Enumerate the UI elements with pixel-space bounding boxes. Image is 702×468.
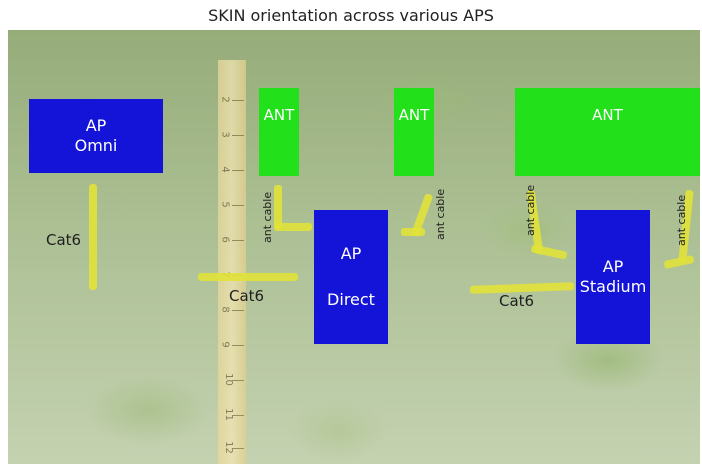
ruler-tick [232, 345, 244, 346]
antenna-2-box: ANT [394, 88, 434, 176]
ap-omni-box: AP Omni [29, 99, 163, 173]
ruler-mark: 12 [222, 441, 234, 454]
antenna-1-label: ANT [263, 106, 295, 124]
stadium-cat6-label: Cat6 [499, 292, 535, 310]
ruler-mark: 2 [219, 96, 231, 103]
ap-stadium-line2: Stadium [579, 277, 647, 296]
ant-cable-1-label: ant cable [261, 191, 274, 243]
ruler-tick [232, 135, 244, 136]
ruler-mark: 10 [222, 373, 234, 386]
ruler-mark: 9 [219, 341, 231, 348]
ap-direct-line1: AP [340, 244, 362, 263]
omni-cat6-cable [89, 184, 97, 290]
ant-cable-1-vertical [274, 185, 282, 229]
ant-cable-3-label: ant cable [524, 184, 537, 236]
omni-cat6-label: Cat6 [46, 231, 82, 249]
ap-stadium-line1: AP [602, 257, 624, 276]
ap-direct-line2: Direct [327, 290, 375, 309]
ruler-mark: 6 [219, 236, 231, 243]
ruler-mark: 8 [219, 306, 231, 313]
ruler-tick [232, 240, 244, 241]
antenna-3-label: ANT [592, 106, 623, 124]
ruler-tick [232, 448, 244, 449]
ap-direct-box: AP Direct [314, 210, 388, 344]
ant-cable-4-label: ant cable [675, 194, 688, 246]
ruler-mark: 5 [219, 201, 231, 208]
ap-omni-line2: Omni [74, 136, 118, 155]
ant-cable-1-horizontal [274, 223, 312, 231]
ruler-mark: 3 [219, 131, 231, 138]
ruler-mark: 11 [222, 408, 234, 421]
direct-cat6-cable [198, 273, 298, 281]
ruler-tick [232, 205, 244, 206]
ruler-tick [232, 170, 244, 171]
ap-stadium-box: AP Stadium [576, 210, 650, 344]
ant-cable-2-label: ant cable [434, 188, 447, 240]
antenna-2-label: ANT [398, 106, 430, 124]
direct-cat6-label: Cat6 [229, 287, 265, 305]
ruler-tick [232, 380, 244, 381]
ap-omni-line1: AP [85, 116, 107, 135]
ruler-mark: 4 [219, 166, 231, 173]
antenna-3-box: ANT [515, 88, 700, 176]
ruler-tick [232, 415, 244, 416]
antenna-1-box: ANT [259, 88, 299, 176]
ruler-tick [232, 100, 244, 101]
diagram-title: SKIN orientation across various APS [208, 6, 494, 25]
ruler-tick [232, 310, 244, 311]
tape-measure: 2 3 4 5 6 7 8 9 10 11 12 [218, 60, 246, 464]
ant-cable-2-horizontal [401, 228, 425, 236]
